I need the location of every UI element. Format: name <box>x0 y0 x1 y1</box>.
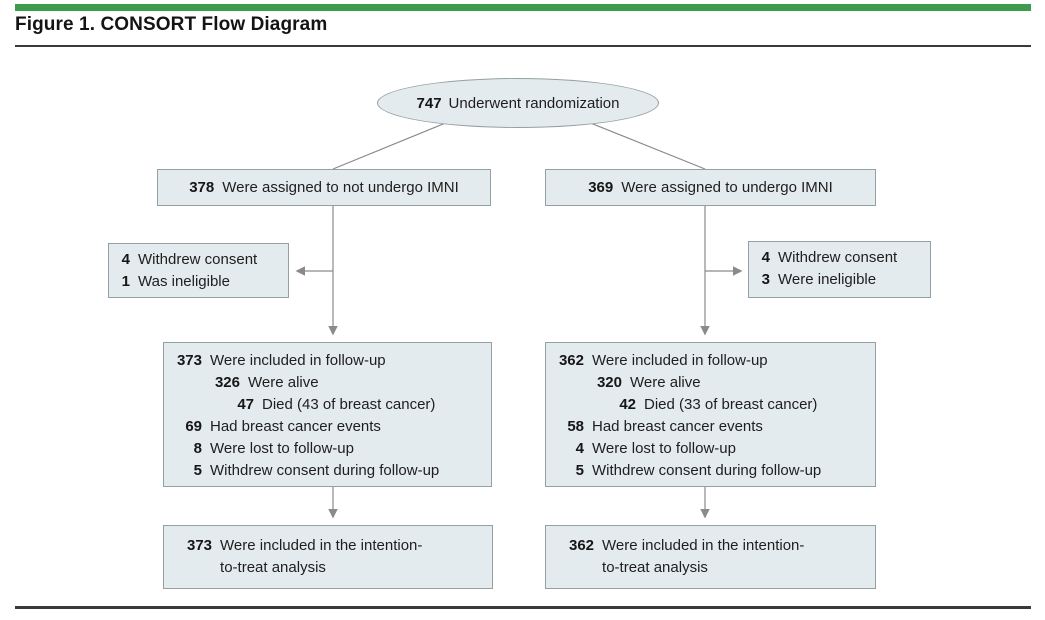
followup-row: 58 Had breast cancer events <box>554 416 869 438</box>
left-followup-node: 373 Were included in follow-up 326 Were … <box>163 342 492 487</box>
title-divider-rule <box>15 45 1031 47</box>
row-label: Were lost to follow-up <box>210 440 354 457</box>
row-count: 4 <box>575 440 584 457</box>
itt-line1: Were included in the intention- <box>220 537 423 554</box>
diagonal-right-line <box>587 121 706 170</box>
figure-title: Figure 1. CONSORT Flow Diagram <box>15 14 328 35</box>
row-label: Withdrew consent <box>778 249 898 266</box>
itt-line1: Were included in the intention- <box>602 537 805 554</box>
itt-line2: to-treat analysis <box>602 559 708 576</box>
left-itt-count: 373 <box>187 537 213 554</box>
exclusion-row: 4 Withdrew consent <box>117 249 280 271</box>
itt-line2: to-treat analysis <box>220 559 326 576</box>
right-itt-label: Were included in the intention- to-treat… <box>602 535 804 579</box>
followup-row: 5 Withdrew consent during follow-up <box>172 460 485 482</box>
followup-row: 5 Withdrew consent during follow-up <box>554 460 869 482</box>
followup-row: 4 Were lost to follow-up <box>554 438 869 460</box>
exclusion-row: 4 Withdrew consent <box>757 247 922 269</box>
randomization-node: 747 Underwent randomization <box>377 78 659 128</box>
row-count: 362 <box>558 352 584 369</box>
randomization-label: Underwent randomization <box>448 94 620 112</box>
row-label: Were lost to follow-up <box>592 440 736 457</box>
followup-row: 42 Died (33 of breast cancer) <box>554 394 869 416</box>
row-label: Had breast cancer events <box>210 418 381 435</box>
row-count: 47 <box>237 396 254 413</box>
row-count: 4 <box>121 251 130 268</box>
left-itt-label: Were included in the intention- to-treat… <box>220 535 422 579</box>
row-label: Were included in follow-up <box>210 352 386 369</box>
row-label: Withdrew consent <box>138 251 258 268</box>
row-count: 320 <box>596 374 622 391</box>
followup-row: 8 Were lost to follow-up <box>172 438 485 460</box>
row-label: Had breast cancer events <box>592 418 763 435</box>
left-assigned-count: 378 <box>189 179 215 196</box>
followup-row: 362 Were included in follow-up <box>554 350 869 372</box>
followup-row: 373 Were included in follow-up <box>172 350 485 372</box>
followup-row: 69 Had breast cancer events <box>172 416 485 438</box>
row-label: Were alive <box>630 374 701 391</box>
row-label: Died (43 of breast cancer) <box>262 396 436 413</box>
row-count: 3 <box>761 271 770 288</box>
right-followup-node: 362 Were included in follow-up 320 Were … <box>545 342 876 487</box>
row-count: 42 <box>619 396 636 413</box>
row-count: 5 <box>193 462 202 479</box>
row-count: 1 <box>121 273 130 290</box>
row-count: 5 <box>575 462 584 479</box>
right-exclusion-node: 4 Withdrew consent 3 Were ineligible <box>748 241 931 298</box>
row-count: 326 <box>214 374 240 391</box>
row-count: 69 <box>185 418 202 435</box>
left-assigned-label: Were assigned to not undergo IMNI <box>222 179 459 196</box>
accent-green-bar <box>15 4 1031 11</box>
row-count: 58 <box>567 418 584 435</box>
bottom-divider-rule <box>15 606 1031 609</box>
right-assigned-label: Were assigned to undergo IMNI <box>621 179 833 196</box>
row-label: Withdrew consent during follow-up <box>210 462 440 479</box>
row-count: 8 <box>193 440 202 457</box>
followup-row: 320 Were alive <box>554 372 869 394</box>
right-assigned-count: 369 <box>588 179 614 196</box>
randomization-count: 747 <box>416 94 442 112</box>
row-label: Were alive <box>248 374 319 391</box>
exclusion-row: 3 Were ineligible <box>757 269 922 291</box>
exclusion-row: 1 Was ineligible <box>117 271 280 293</box>
right-assigned-node: 369 Were assigned to undergo IMNI <box>545 169 876 206</box>
followup-row: 326 Were alive <box>172 372 485 394</box>
right-itt-count: 362 <box>569 537 595 554</box>
row-label: Was ineligible <box>138 273 230 290</box>
followup-row: 47 Died (43 of breast cancer) <box>172 394 485 416</box>
left-assigned-node: 378 Were assigned to not undergo IMNI <box>157 169 491 206</box>
row-count: 373 <box>176 352 202 369</box>
left-itt-node: 373 Were included in the intention- to-t… <box>163 525 493 589</box>
diagonal-left-line <box>332 121 449 170</box>
row-label: Were ineligible <box>778 271 877 288</box>
row-label: Withdrew consent during follow-up <box>592 462 822 479</box>
row-label: Were included in follow-up <box>592 352 768 369</box>
row-count: 4 <box>761 249 770 266</box>
right-itt-node: 362 Were included in the intention- to-t… <box>545 525 876 589</box>
row-label: Died (33 of breast cancer) <box>644 396 818 413</box>
left-exclusion-node: 4 Withdrew consent 1 Was ineligible <box>108 243 289 298</box>
